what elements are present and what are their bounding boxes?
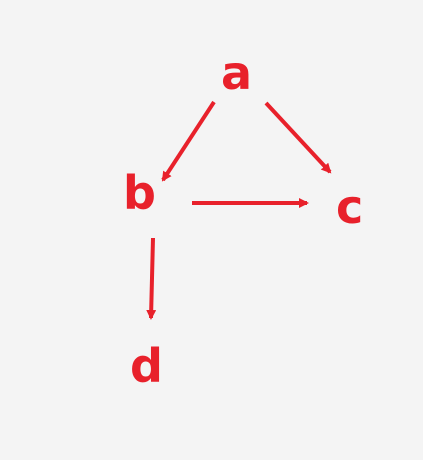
edge-a-to-b [161,100,216,182]
edge-b-to-d [146,237,157,320]
node-d: d [130,339,163,393]
node-b: b [123,166,156,220]
node-c: c [336,180,364,234]
edge-a-to-c [264,101,332,174]
node-a: a [221,46,253,100]
